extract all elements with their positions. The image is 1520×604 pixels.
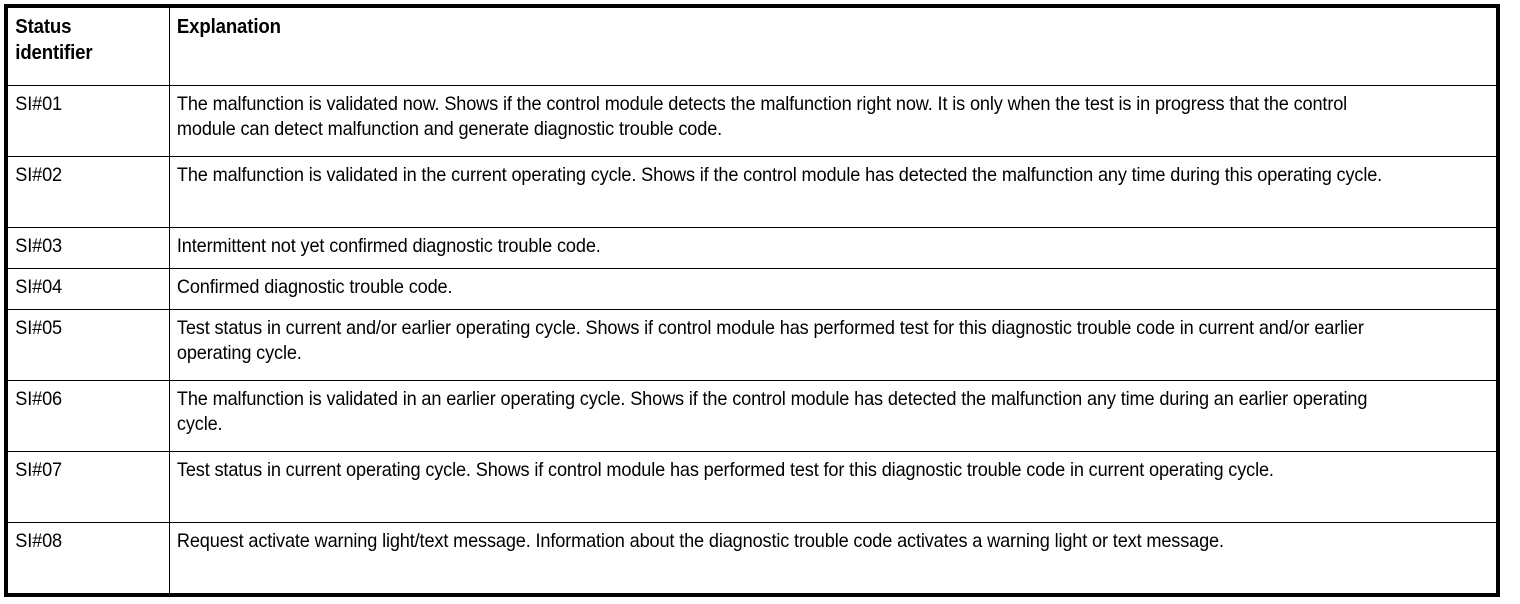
table-row: SI#02 The malfunction is validated in th… bbox=[5, 156, 1498, 228]
status-identifier-cell: SI#04 bbox=[5, 268, 159, 310]
status-identifier-table: Status identifier Explanation SI#01 The … bbox=[4, 4, 1500, 597]
table-header: Status identifier Explanation bbox=[5, 5, 1498, 86]
column-header-status-identifier: Status identifier bbox=[5, 5, 159, 86]
column-header-explanation: Explanation bbox=[168, 5, 1406, 86]
explanation-cell: Confirmed diagnostic trouble code. bbox=[168, 268, 1406, 310]
column-header-status-identifier-line1: Status bbox=[15, 16, 72, 38]
status-identifier-cell: SI#02 bbox=[5, 156, 159, 228]
table-row: SI#06 The malfunction is validated in an… bbox=[5, 380, 1498, 452]
status-identifier-cell: SI#06 bbox=[5, 380, 159, 452]
table-row: SI#07 Test status in current operating c… bbox=[5, 451, 1498, 523]
table-row: SI#01 The malfunction is validated now. … bbox=[5, 85, 1498, 157]
explanation-cell: The malfunction is validated in an earli… bbox=[168, 380, 1406, 452]
table-body: SI#01 The malfunction is validated now. … bbox=[5, 85, 1498, 596]
table-row: SI#04 Confirmed diagnostic trouble code. bbox=[5, 268, 1498, 310]
explanation-cell: Test status in current operating cycle. … bbox=[168, 451, 1406, 523]
explanation-cell: Test status in current and/or earlier op… bbox=[168, 309, 1406, 381]
status-identifier-cell: SI#07 bbox=[5, 451, 159, 523]
status-identifier-cell: SI#03 bbox=[5, 227, 159, 269]
explanation-cell: The malfunction is validated in the curr… bbox=[168, 156, 1406, 228]
table-row: SI#03 Intermittent not yet confirmed dia… bbox=[5, 227, 1498, 269]
table-row: SI#05 Test status in current and/or earl… bbox=[5, 309, 1498, 381]
table-header-row: Status identifier Explanation bbox=[5, 5, 1498, 86]
explanation-cell: Request activate warning light/text mess… bbox=[168, 522, 1406, 596]
status-identifier-cell: SI#08 bbox=[5, 522, 159, 596]
table-row: SI#08 Request activate warning light/tex… bbox=[5, 522, 1498, 596]
column-header-status-identifier-line2: identifier bbox=[15, 41, 93, 64]
explanation-cell: The malfunction is validated now. Shows … bbox=[168, 85, 1406, 157]
status-identifier-cell: SI#01 bbox=[5, 85, 159, 157]
status-identifier-cell: SI#05 bbox=[5, 309, 159, 381]
explanation-cell: Intermittent not yet confirmed diagnosti… bbox=[168, 227, 1406, 269]
